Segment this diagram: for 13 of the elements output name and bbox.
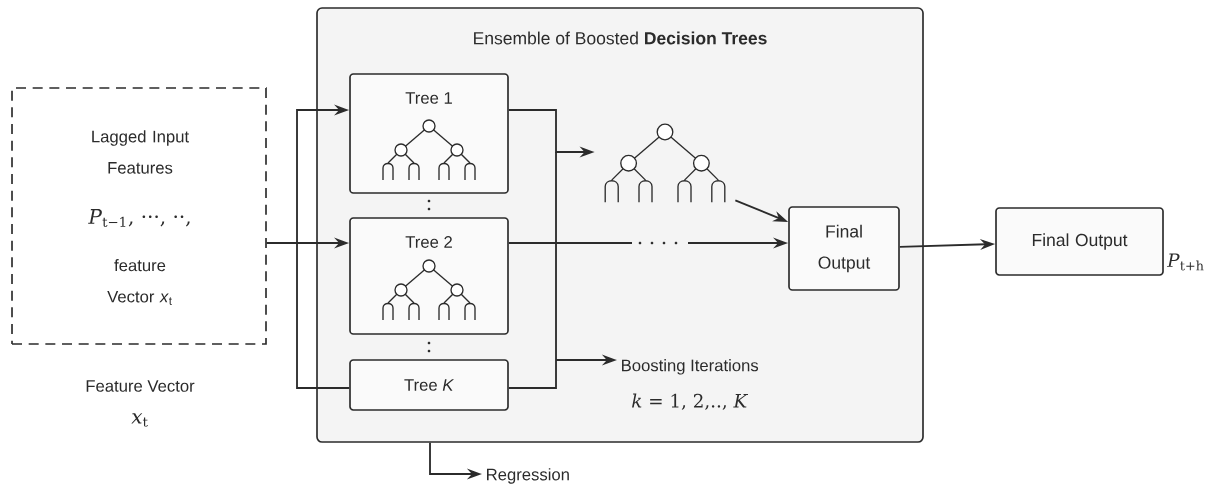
iteration-label: Boosting Iterations k = 1, 2,.., K bbox=[622, 359, 759, 410]
tree-box: Tree K bbox=[349, 359, 509, 411]
input-box: Lagged Input Features P$_{t−1}$, ···, ··, feature Vector x$_{t}$ bbox=[11, 87, 267, 345]
tree-drawing bbox=[604, 123, 726, 203]
output-box: Final Output bbox=[788, 206, 900, 291]
output-box: Final Output bbox=[995, 207, 1164, 276]
output-label: Regression bbox=[487, 468, 569, 484]
node-label: x$_{t}$ bbox=[131, 413, 148, 427]
node-label: Feature Vector bbox=[86, 380, 195, 392]
tree-box: Tree 1 bbox=[349, 73, 509, 194]
connector-line bbox=[265, 242, 351, 389]
tree-box: Tree 2 bbox=[349, 217, 509, 335]
node-label: P$_{t+h}$ bbox=[1166, 253, 1204, 271]
